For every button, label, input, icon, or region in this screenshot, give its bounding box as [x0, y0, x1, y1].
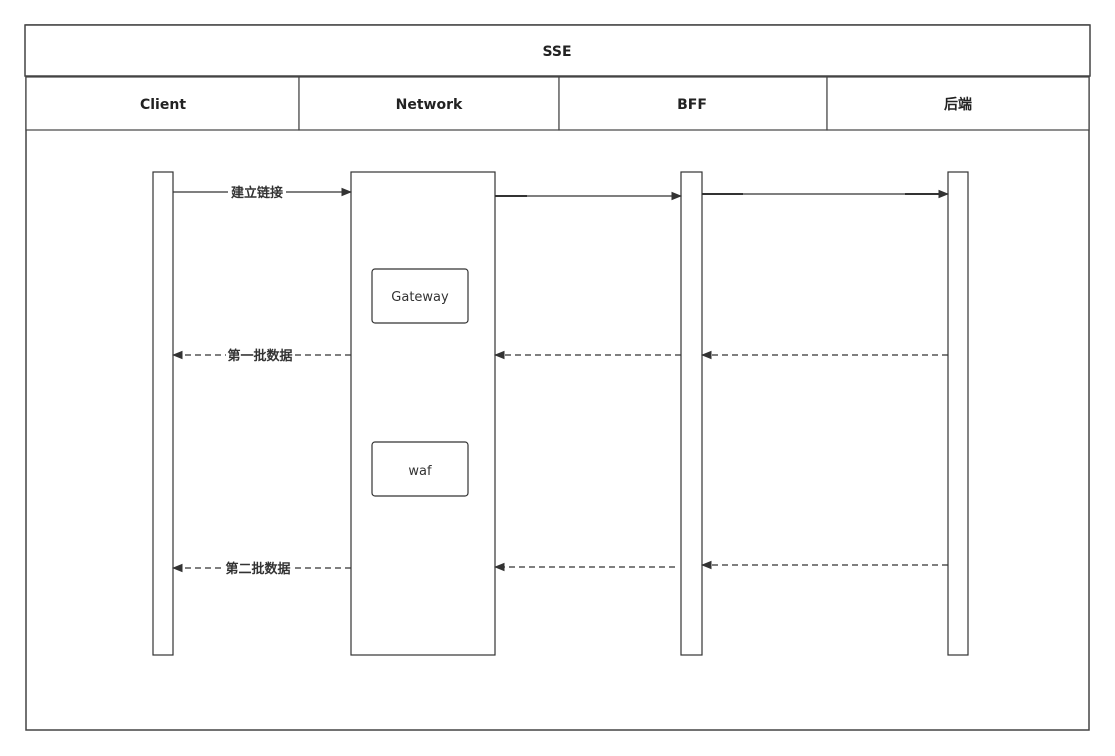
lane-header-network: [298, 76, 560, 131]
batch1-label-bg: [226, 347, 294, 364]
lane-label-network: Network: [396, 97, 463, 113]
diagram-title: SSE: [542, 44, 571, 60]
pool-frame: [25, 24, 1090, 731]
lane-header-backend: [826, 76, 1090, 131]
connect-label: 建立链接: [231, 185, 283, 201]
title-bar: [24, 24, 1091, 77]
batch1-label: 第一批数据: [227, 348, 292, 364]
bff-lifeline: [680, 171, 703, 656]
batch2-label-bg: [224, 560, 292, 577]
gateway-box: [371, 268, 469, 324]
connect-label-bg: [228, 184, 286, 201]
lane-label-client: Client: [140, 97, 186, 113]
waf-box: [371, 441, 469, 497]
lane-header-bff: [558, 76, 828, 131]
batch2-label: 第二批数据: [225, 561, 290, 577]
network-lifeline: [350, 171, 496, 656]
gateway-label: Gateway: [391, 290, 449, 305]
lane-label-backend: 后端: [944, 96, 972, 113]
backend-lifeline: [947, 171, 969, 656]
lane-header-client: [25, 76, 300, 131]
lane-label-bff: BFF: [677, 97, 707, 113]
waf-label: waf: [408, 464, 432, 479]
client-lifeline: [152, 171, 174, 656]
